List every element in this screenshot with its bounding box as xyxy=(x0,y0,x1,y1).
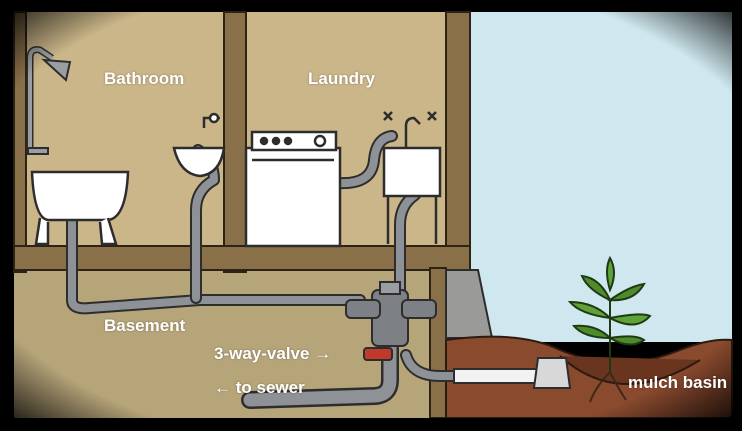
arrow-right-icon: → xyxy=(314,344,332,363)
sewer-label-text: to sewer xyxy=(235,378,305,397)
arrow-left-icon: ← xyxy=(214,378,231,397)
valve-label-text: 3-way-valve xyxy=(214,344,310,363)
laundry-label: Laundry xyxy=(308,69,376,88)
sewer-label: ← to sewer xyxy=(214,378,305,398)
bathroom-label: Bathroom xyxy=(104,69,185,88)
basement-label: Basement xyxy=(104,316,186,335)
mulch-basin-label: mulch basin xyxy=(628,373,728,392)
valve-label: 3-way-valve → xyxy=(214,344,331,364)
